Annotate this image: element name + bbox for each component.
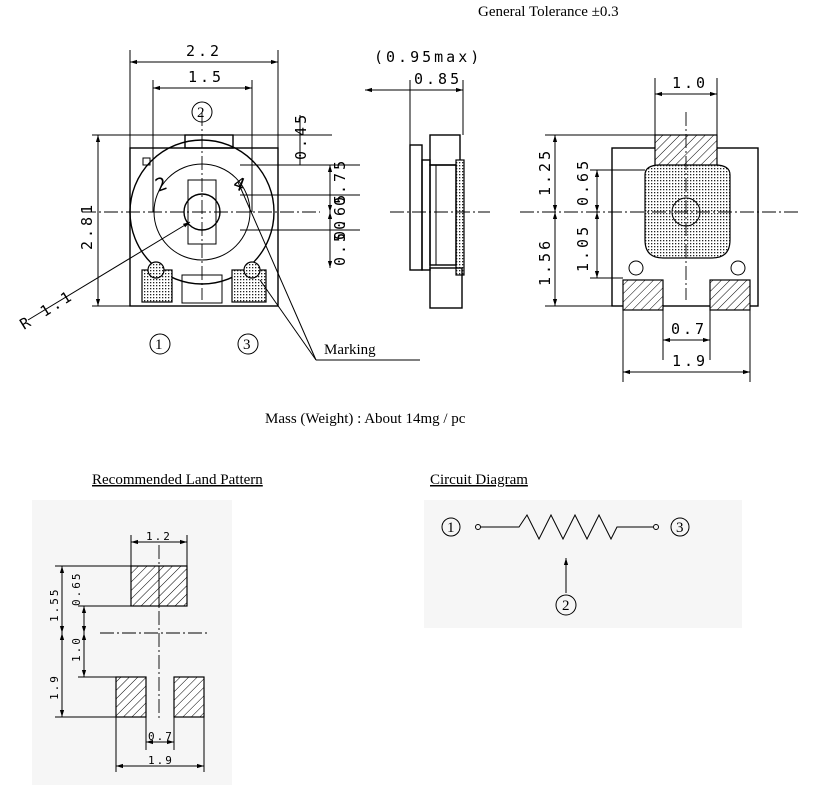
circuit-pin3: 3: [676, 520, 684, 536]
circuit-pin1: 1: [447, 520, 455, 536]
dim-065-bottom: 0.65: [574, 158, 592, 206]
dim-125: 1.25: [536, 148, 554, 196]
dim-105: 1.05: [574, 224, 592, 272]
dim-width-inner: 1.5: [188, 68, 224, 86]
dim-width-outer: 2.2: [186, 42, 222, 60]
land-dim-12: 1.2: [146, 530, 172, 543]
dim-10-top: 1.0: [672, 74, 708, 92]
circuit-title: Circuit Diagram: [430, 472, 528, 488]
land-dim-155: 1.55: [48, 588, 61, 623]
land-dim-065: 0.65: [70, 572, 83, 607]
dim-height: 2.81: [78, 202, 96, 250]
land-pattern: Recommended Land Pattern 1.2 1.55 1.9 0.…: [32, 472, 263, 785]
pin-label-left: 1: [155, 337, 163, 353]
dim-07-bottom: 0.7: [671, 320, 707, 338]
land-dim-10: 1.0: [70, 636, 83, 662]
general-tolerance: General Tolerance ±0.3: [478, 4, 619, 20]
bottom-view: 1.0 1.25 1.56 0.65 1.05 0.7 1.9: [520, 74, 800, 382]
dim-075: 0.75: [331, 158, 349, 206]
mass-label: Mass (Weight) : About 14mg / pc: [265, 411, 466, 427]
dim-085: 0.85: [414, 70, 462, 88]
dim-max-thickness: (0.95max): [374, 48, 482, 66]
dim-radius: R 1.1: [17, 286, 78, 333]
dim-156: 1.56: [536, 238, 554, 286]
dim-045: 0.45: [292, 112, 310, 160]
circuit-diagram: Circuit Diagram 1 3 2: [424, 472, 742, 628]
side-view: (0.95max) 0.85: [365, 48, 490, 309]
rotor-mark-2: 2: [153, 173, 170, 196]
dim-050: 0.50: [331, 218, 349, 266]
pin-label-right: 3: [243, 337, 251, 353]
dim-19-bottom: 1.9: [672, 352, 708, 370]
land-dim-07: 0.7: [148, 730, 174, 743]
dim-065: 0.65: [331, 192, 349, 240]
land-dim-19-h: 1.9: [148, 754, 174, 767]
land-pattern-title: Recommended Land Pattern: [92, 472, 263, 488]
marking-label: Marking: [324, 342, 376, 358]
top-view: 2.2 1.5 2 2.81 0.45 0.75 0.65 0.50 R 1.1…: [17, 42, 420, 361]
land-dim-19-v: 1.9: [48, 674, 61, 700]
circuit-pin2: 2: [562, 598, 570, 614]
pin-label-top: 2: [197, 105, 205, 121]
